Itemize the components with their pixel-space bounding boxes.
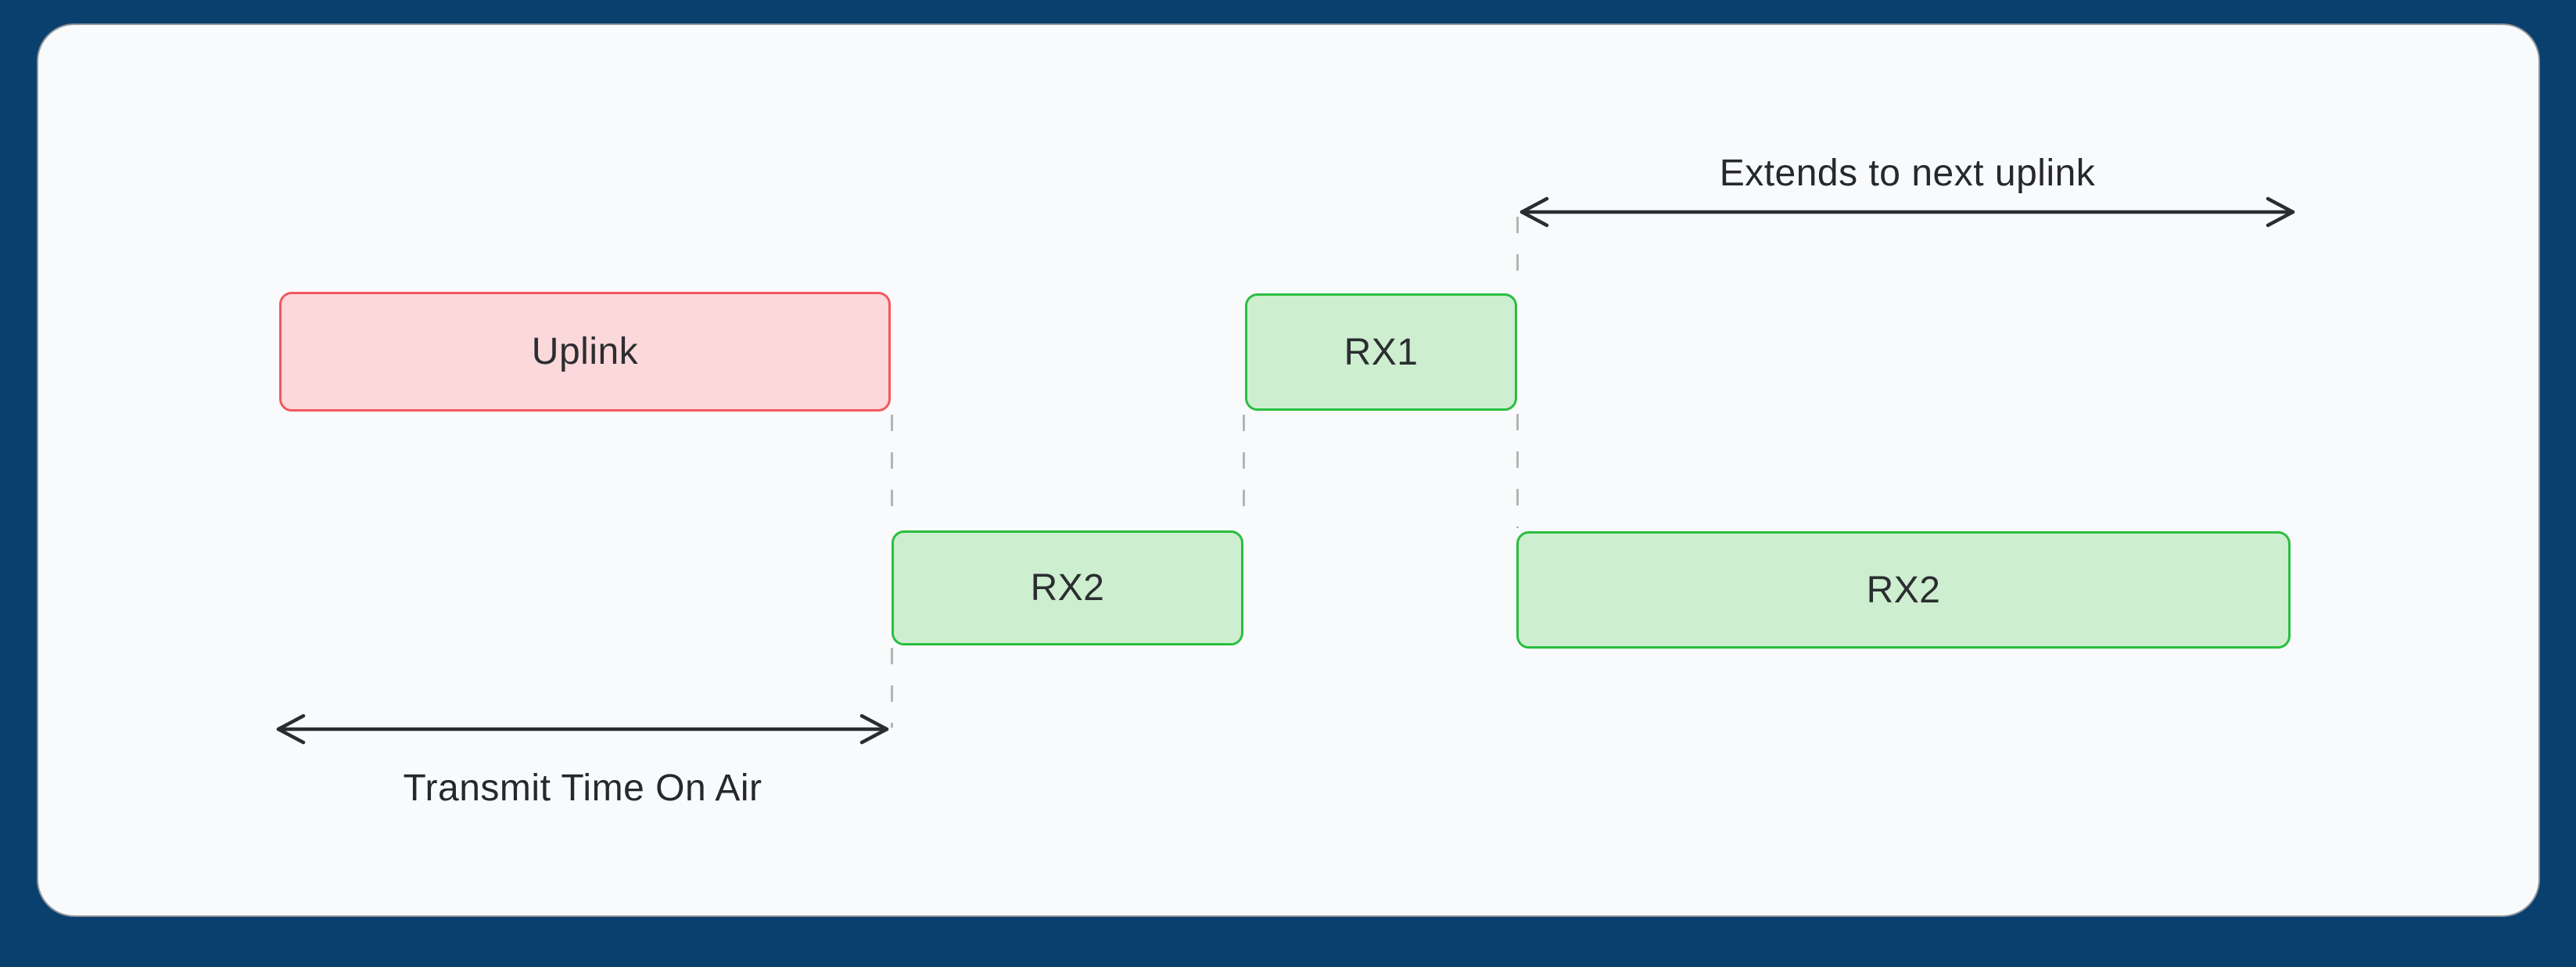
diagram-panel — [37, 23, 2540, 917]
uplink-block: Uplink — [279, 292, 891, 412]
uplink-block-label: Uplink — [531, 331, 639, 372]
rx1-block-label: RX1 — [1344, 331, 1419, 373]
rx1-block: RX1 — [1245, 293, 1517, 411]
rx2-extended-block-label: RX2 — [1866, 569, 1941, 611]
extends-to-next-uplink-label: Extends to next uplink — [1719, 153, 2096, 194]
rx2-first-block: RX2 — [892, 530, 1243, 645]
top-span-arrow — [1519, 196, 2295, 228]
rx2-first-block-label: RX2 — [1030, 567, 1105, 609]
rx2-extended-block: RX2 — [1516, 531, 2291, 649]
bottom-span-arrow — [276, 714, 889, 745]
transmit-time-on-air-label: Transmit Time On Air — [403, 767, 762, 809]
